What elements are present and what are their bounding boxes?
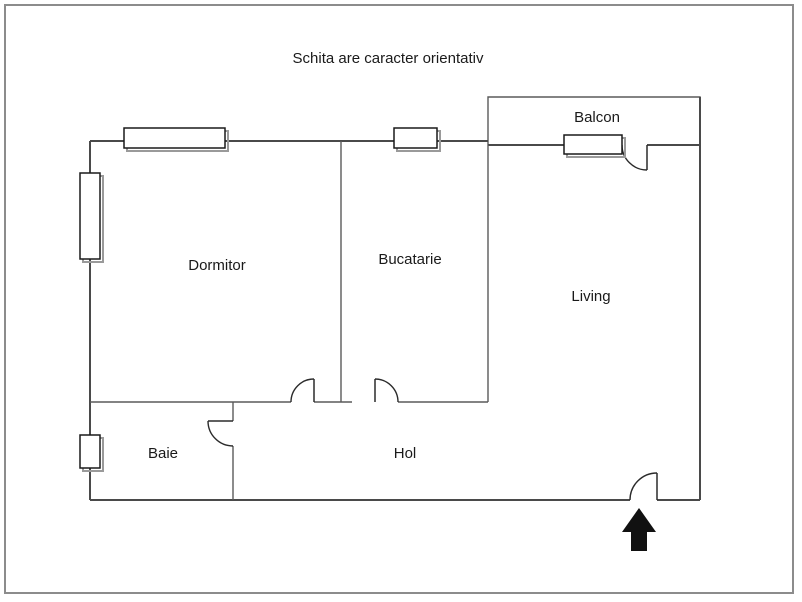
window-baie-west: [79, 434, 104, 472]
door-dormitor: [290, 378, 315, 403]
room-label-bucatarie: Bucatarie: [378, 251, 441, 268]
room-label-dormitor: Dormitor: [188, 257, 246, 274]
door-bucatarie: [374, 378, 399, 403]
plan-title: Schita are caracter orientativ: [293, 50, 484, 67]
entrance-arrow: [622, 508, 656, 551]
room-label-balcon: Balcon: [574, 109, 620, 126]
window-dormitor-west: [79, 172, 104, 263]
door-entrance: [629, 472, 658, 501]
image-frame-border: [4, 4, 794, 594]
room-label-living: Living: [571, 288, 610, 305]
room-label-baie: Baie: [148, 445, 178, 462]
door-baie: [207, 420, 234, 447]
window-balcon-south: [563, 134, 626, 158]
window-bucatarie-north: [393, 127, 441, 152]
interior-walls: [90, 141, 489, 500]
window-dormitor-north: [123, 127, 229, 152]
room-label-hol: Hol: [394, 445, 417, 462]
